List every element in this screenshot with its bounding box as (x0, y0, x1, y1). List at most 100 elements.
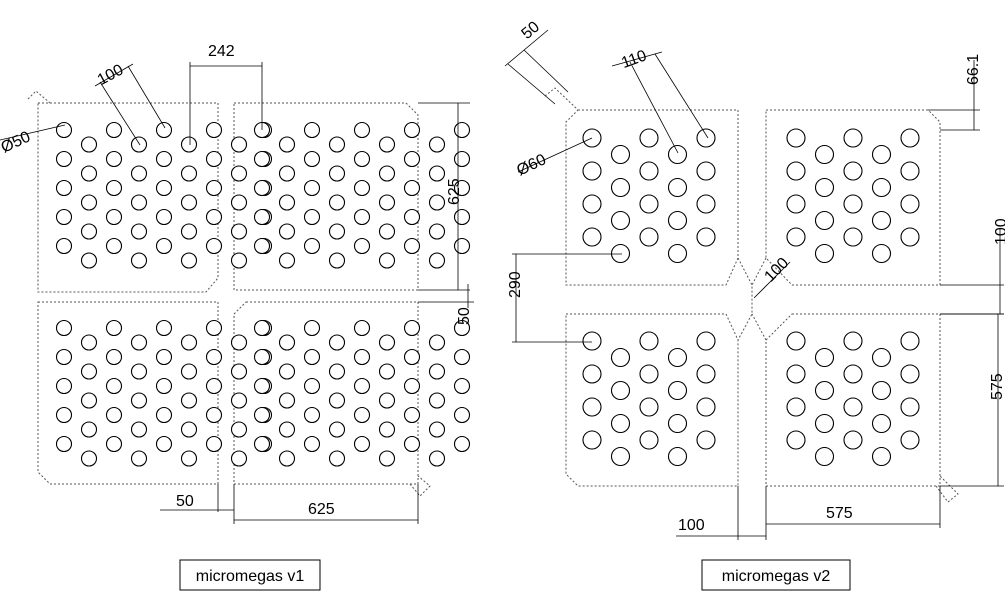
v2-hole (667, 380, 688, 401)
v1-hole (155, 237, 173, 255)
v2-hole (696, 161, 716, 181)
v1-hole (80, 392, 98, 409)
v1-hole (55, 150, 73, 168)
v1-hole (130, 363, 148, 380)
v1-hole (230, 223, 248, 240)
v1-hole (378, 252, 396, 269)
v1-hole (453, 406, 471, 424)
v1-hole (205, 208, 223, 226)
v2-hole (843, 227, 863, 247)
v2-hole (667, 446, 688, 467)
v2-hole (900, 331, 920, 351)
v1-hole (278, 363, 296, 380)
v1-hole (328, 165, 346, 182)
v2-hole (843, 128, 863, 148)
v1-hole (378, 450, 396, 467)
v2-hole (871, 243, 892, 264)
v1-hole (378, 194, 396, 211)
v2-hole (900, 397, 920, 417)
v1-hole (55, 348, 73, 366)
v1-hole (453, 237, 471, 255)
v1-hole (105, 348, 123, 366)
v2-dim-bottom-gap: 100 (678, 517, 705, 534)
v2-hole (871, 210, 892, 231)
v1-hole (328, 252, 346, 269)
v1-hole (303, 348, 321, 366)
v2-hole (639, 128, 659, 148)
v1-hole (378, 136, 396, 153)
v2-hole (667, 210, 688, 231)
v1-hole (353, 406, 371, 424)
v2-dim-channel-diag: 100 (761, 255, 792, 286)
v2-hole (667, 144, 688, 165)
v1-hole (253, 377, 271, 395)
v1-hole (180, 194, 198, 211)
v1-hole (303, 435, 321, 453)
v1-hole (180, 165, 198, 182)
v1-hole (428, 252, 446, 269)
v2-hole (610, 446, 631, 467)
v1-hole (278, 223, 296, 240)
v1-hole (353, 377, 371, 395)
v1-hole (403, 208, 421, 226)
v2-hole (814, 144, 835, 165)
v1-hole (328, 450, 346, 467)
v2-dim-pitch: 110 (619, 47, 649, 72)
v2-hole (871, 177, 892, 198)
v1-hole (403, 121, 421, 139)
v2-hole (843, 364, 863, 384)
v1-hole (253, 435, 271, 453)
v1-hole (55, 406, 73, 424)
v1-hole (428, 363, 446, 380)
v1-hole (180, 392, 198, 409)
v1-hole (453, 319, 471, 337)
v1-hole (328, 223, 346, 240)
v2-hole (786, 161, 806, 181)
v1-hole (105, 121, 123, 139)
v2-hole (667, 413, 688, 434)
v1-hole (80, 450, 98, 467)
v1-hole (105, 208, 123, 226)
v1-hole (155, 377, 173, 395)
v1-hole (428, 136, 446, 153)
v1-hole (155, 150, 173, 168)
v1-hole (80, 334, 98, 351)
v2-hole (843, 194, 863, 214)
v1-hole (155, 406, 173, 424)
v1-hole (205, 319, 223, 337)
v1-hole (205, 406, 223, 424)
v1-hole (328, 334, 346, 351)
v1-hole (253, 208, 271, 226)
v1-hole (155, 121, 173, 139)
v1-hole (453, 348, 471, 366)
v2-hole (582, 161, 602, 181)
v1-hole (180, 450, 198, 467)
v2-hole (610, 413, 631, 434)
v1-dim-height: 625 (446, 178, 463, 205)
v1-hole (403, 179, 421, 197)
v1-hole (378, 421, 396, 438)
v2-hole (786, 331, 806, 351)
v1-hole (303, 377, 321, 395)
v1-hole (80, 252, 98, 269)
v1-hole (328, 194, 346, 211)
v1-hole (180, 334, 198, 351)
v1-hole (428, 165, 446, 182)
v1-hole (105, 377, 123, 395)
v1-hole (130, 392, 148, 409)
v2-channel (737, 257, 767, 341)
v2-hole (814, 413, 835, 434)
v1-hole (453, 208, 471, 226)
v1-hole (105, 435, 123, 453)
v1-hole (428, 334, 446, 351)
v1-hole (230, 194, 248, 211)
v2-hole (696, 128, 716, 148)
v1-hole (180, 136, 198, 153)
v1-hole (453, 121, 471, 139)
v2-quadrant-bottom-left (565, 313, 739, 487)
v1-hole (378, 165, 396, 182)
v2-hole (610, 177, 631, 198)
v1-hole (80, 165, 98, 182)
v1-hole (328, 363, 346, 380)
v1-quadrant-bottom-right (233, 301, 419, 485)
